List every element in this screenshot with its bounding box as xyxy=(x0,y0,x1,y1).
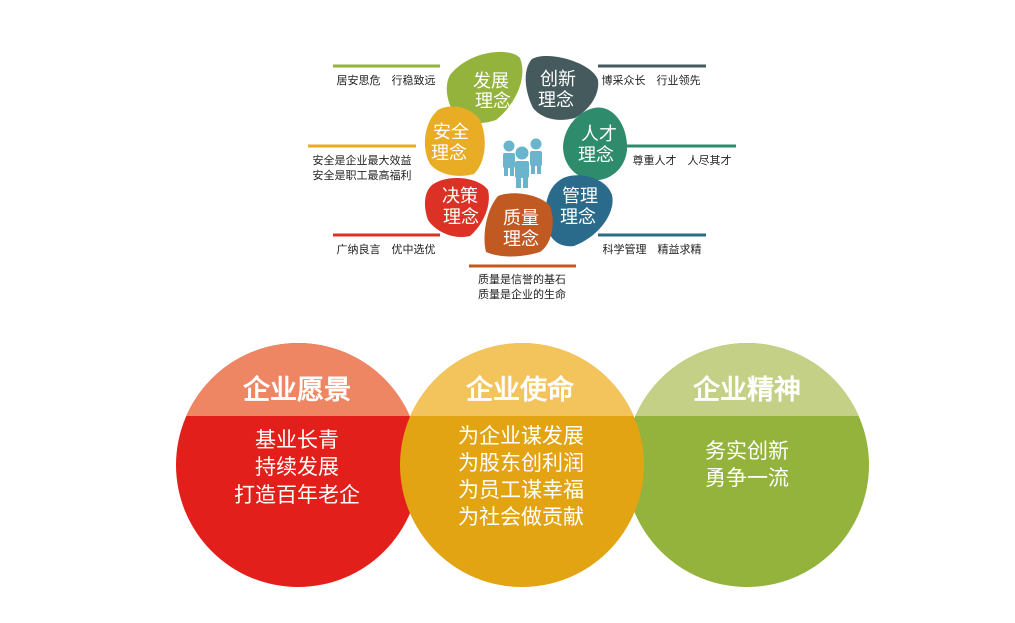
petal-manage-shape xyxy=(545,175,613,247)
petal-safety: 安全 理念 xyxy=(424,106,485,176)
petal-talent-line1: 人才 xyxy=(581,124,617,145)
caption-manage-text: 科学管理 精益求精 xyxy=(603,242,702,256)
petal-innovate-shape xyxy=(525,55,599,120)
caption-safety-text-2: 安全是职工最高福利 xyxy=(313,168,412,182)
petal-manage: 管理 理念 xyxy=(545,175,613,247)
caption-manage: 科学管理 精益求精 xyxy=(598,233,706,256)
caption-talent: 尊重人才 人尽其才 xyxy=(627,144,736,167)
caption-develop-text: 居安思危 行稳致远 xyxy=(337,73,436,87)
caption-talent-text: 尊重人才 人尽其才 xyxy=(633,153,732,167)
petal-innovate: 创新 理念 xyxy=(525,55,599,120)
petal-talent: 人才 理念 xyxy=(563,107,628,181)
petal-quality-shape xyxy=(484,193,553,257)
circle-spirit-texts: 企业精神 务实创新 勇争一流 xyxy=(693,374,801,490)
circle-mission-texts: 企业使命 为企业谋发展 为股东创利润 为员工谋幸福 为社会做贡献 xyxy=(458,374,584,529)
caption-innovate-text: 博采众长 行业领先 xyxy=(602,74,701,87)
caption-innovate: 博采众长 行业领先 xyxy=(598,64,706,87)
petal-decision-line1: 决策 xyxy=(442,186,478,207)
circle-spirit-line-2: 勇争一流 xyxy=(705,466,789,490)
petal-quality: 质量 理念 xyxy=(484,193,553,257)
circle-spirit-title: 企业精神 xyxy=(693,374,801,406)
petal-decision-line2: 理念 xyxy=(443,206,479,228)
caption-safety-text-1: 安全是企业最大效益 xyxy=(313,153,412,167)
petal-quality-line1: 质量 xyxy=(503,208,539,229)
circle-vision-texts: 企业愿景 基业长青 持续发展 打造百年老企 xyxy=(234,374,360,507)
circle-mission-line-2: 为股东创利润 xyxy=(458,451,584,475)
petal-develop-shape xyxy=(446,51,523,124)
circle-mission xyxy=(400,343,644,587)
petal-innovate-line1: 创新 xyxy=(540,69,576,90)
caption-develop: 居安思危 行稳致远 xyxy=(333,64,440,87)
circle-vision-title: 企业愿景 xyxy=(243,374,351,406)
petal-develop-line2: 理念 xyxy=(475,90,511,112)
caption-decision: 广纳良言 优中选优 xyxy=(333,233,440,256)
caption-quality: 质量是信誉的基石 质量是企业的生命 xyxy=(469,264,576,301)
caption-quality-text-2: 质量是企业的生命 xyxy=(478,287,566,301)
petal-decision: 决策 理念 xyxy=(424,177,489,238)
petal-safety-line2: 理念 xyxy=(431,142,467,164)
petal-manage-line2: 理念 xyxy=(560,206,596,228)
circle-mission-title: 企业使命 xyxy=(466,374,575,406)
caption-quality-text-1: 质量是信誉的基石 xyxy=(478,272,566,286)
circle-mission-line-1: 为企业谋发展 xyxy=(458,424,584,448)
petal-talent-line2: 理念 xyxy=(578,144,614,166)
petal-quality-line2: 理念 xyxy=(503,228,539,250)
caption-safety: 安全是企业最大效益 安全是职工最高福利 xyxy=(308,144,416,182)
petal-decision-shape xyxy=(424,177,489,238)
circle-mission-line-4: 为社会做贡献 xyxy=(458,505,584,529)
people-icon xyxy=(503,138,542,188)
petal-safety-shape xyxy=(424,106,485,176)
circle-vision-line-2: 持续发展 xyxy=(255,455,339,479)
petal-develop: 发展 理念 xyxy=(446,51,523,124)
circle-mission-line-3: 为员工谋幸福 xyxy=(458,478,584,502)
circle-spirit-line-1: 务实创新 xyxy=(705,439,789,463)
caption-decision-text: 广纳良言 优中选优 xyxy=(337,242,436,256)
circle-vision-line-3: 打造百年老企 xyxy=(234,483,360,507)
circle-vision-line-1: 基业长青 xyxy=(255,428,339,452)
petal-develop-line1: 发展 xyxy=(473,71,509,92)
petal-innovate-line2: 理念 xyxy=(538,89,574,111)
petal-talent-shape xyxy=(563,107,628,181)
concept-flower: 发展 理念 创新 理念 人才 理念 管理 理念 质量 理念 xyxy=(424,51,628,257)
petal-safety-line1: 安全 xyxy=(433,122,469,143)
petal-manage-line1: 管理 xyxy=(562,186,598,207)
circle-vision xyxy=(176,343,420,587)
